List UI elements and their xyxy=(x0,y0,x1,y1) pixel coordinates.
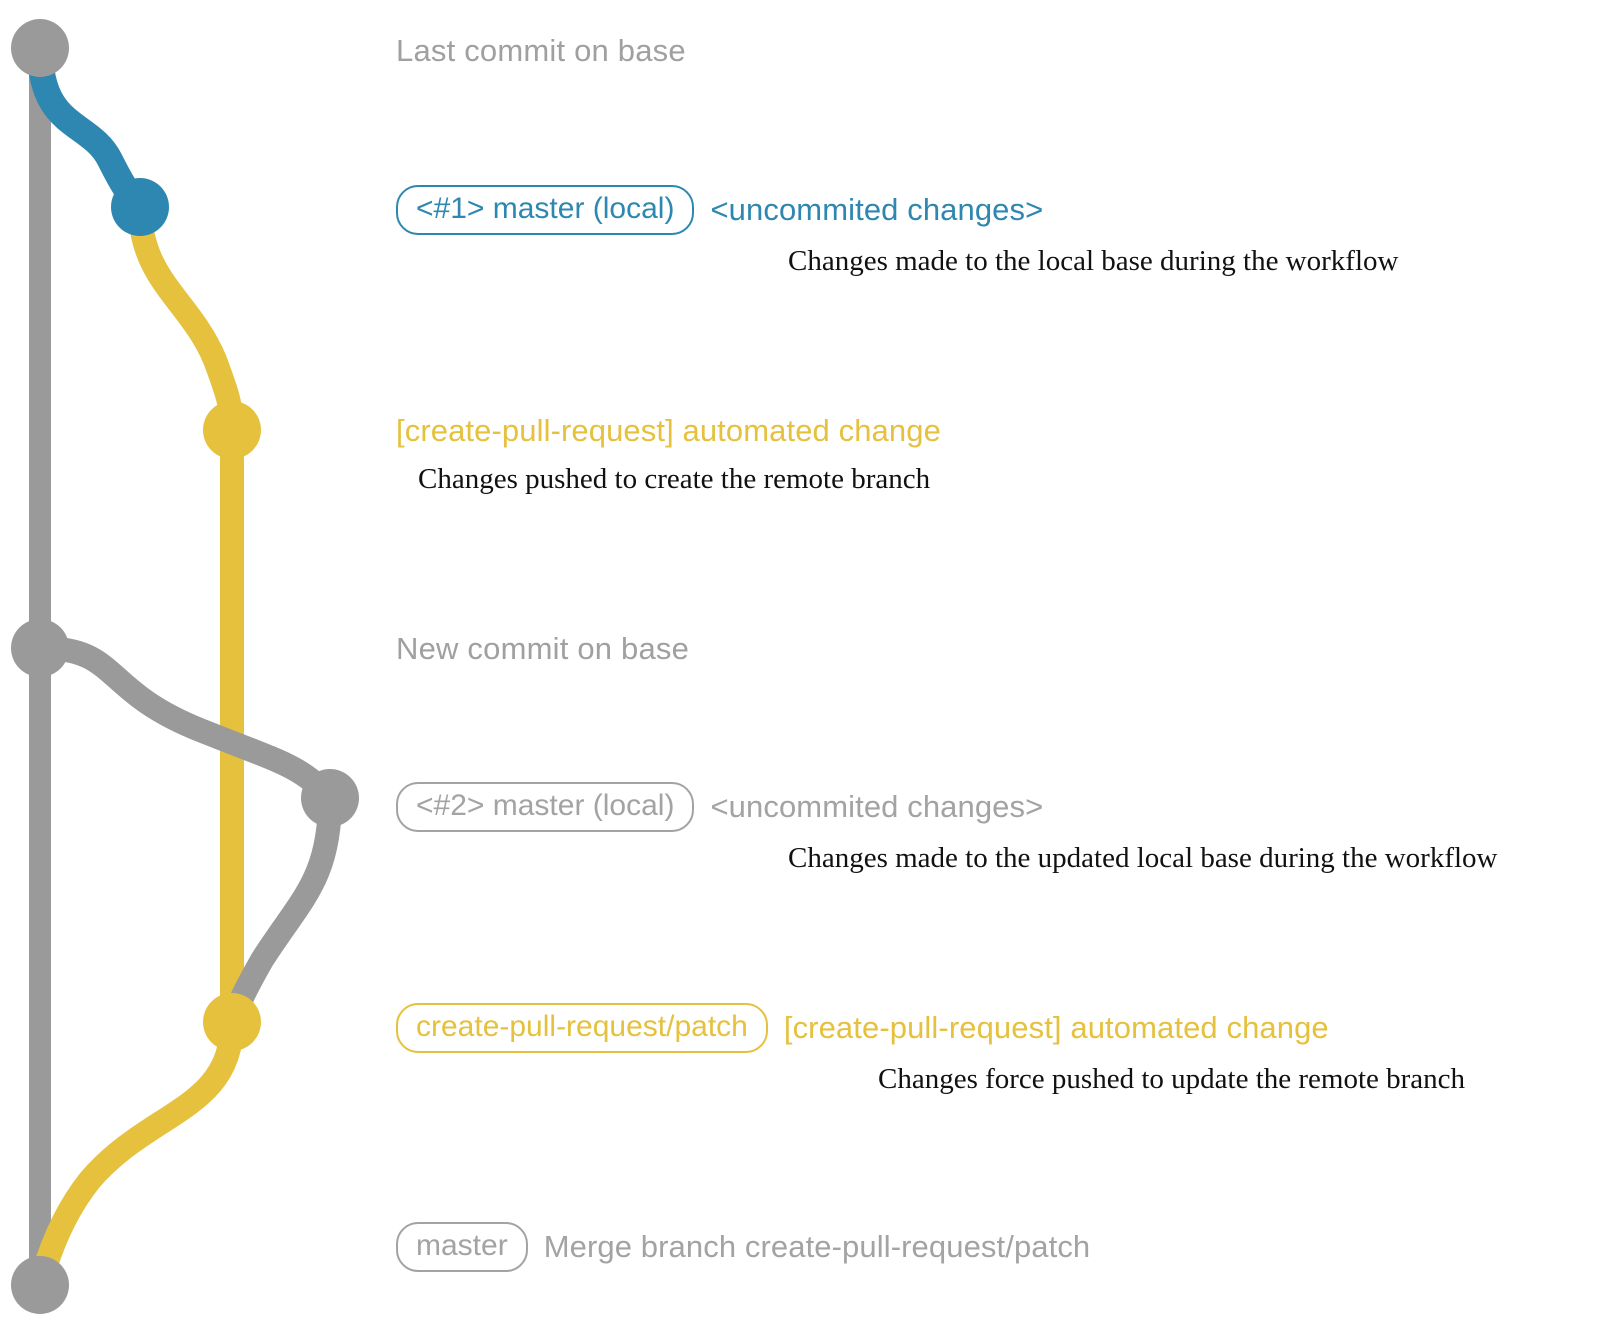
branch-badge-master[interactable]: master xyxy=(396,1222,528,1272)
entry-local-master-2-row: <#2> master (local) <uncommited changes> xyxy=(396,782,1498,832)
commit-description-automated-change-2: Changes force pushed to update the remot… xyxy=(878,1063,1466,1095)
heading-last-commit-on-base: Last commit on base xyxy=(396,33,686,69)
yellow-branch-to-merge-line xyxy=(28,1010,244,1297)
entry-automated-change-2-row: create-pull-request/patch [create-pull-r… xyxy=(396,1003,1465,1053)
commit-description-local-master-1: Changes made to the local base during th… xyxy=(788,245,1399,277)
commit-message-automated-change-1: [create-pull-request] automated change xyxy=(396,413,941,448)
entry-merge-commit-master: master Merge branch create-pull-request/… xyxy=(396,1222,1090,1272)
commit-node-automated-change-2[interactable] xyxy=(203,993,261,1051)
heading-new-commit-on-base-label: New commit on base xyxy=(396,631,690,666)
commit-message-automated-change-2: [create-pull-request] automated change xyxy=(783,1010,1329,1045)
commit-message-local-master-2: <uncommited changes> xyxy=(710,789,1044,824)
entry-local-master-1: <#1> master (local) <uncommited changes>… xyxy=(396,185,1398,278)
heading-last-commit-on-base-label: Last commit on base xyxy=(396,33,686,68)
commit-node-local-master-2[interactable] xyxy=(301,769,359,827)
heading-new-commit-on-base: New commit on base xyxy=(396,631,689,667)
commit-message-merge-commit-master: Merge branch create-pull-request/patch xyxy=(543,1229,1091,1264)
entry-merge-commit-master-row: master Merge branch create-pull-request/… xyxy=(396,1222,1090,1272)
commit-node-merge-commit-master[interactable] xyxy=(11,1256,69,1314)
commit-node-automated-change-1[interactable] xyxy=(203,401,261,459)
commit-node-local-master-1[interactable] xyxy=(111,178,169,236)
gray-branch-to-local2-line xyxy=(28,636,342,810)
branch-badge-local-master-1[interactable]: <#1> master (local) xyxy=(396,185,695,235)
entry-automated-change-2: create-pull-request/patch [create-pull-r… xyxy=(396,1003,1465,1096)
commit-description-automated-change-1: Changes pushed to create the remote bran… xyxy=(418,463,931,495)
entry-automated-change-1: [create-pull-request] automated change C… xyxy=(396,413,941,496)
commit-description-local-master-2: Changes made to the updated local base d… xyxy=(788,842,1498,874)
commit-node-base-commit-top[interactable] xyxy=(11,19,69,77)
entry-automated-change-1-row: [create-pull-request] automated change xyxy=(396,413,941,449)
entry-local-master-2: <#2> master (local) <uncommited changes>… xyxy=(396,782,1498,875)
commit-message-local-master-1: <uncommited changes> xyxy=(710,192,1044,227)
branch-badge-local-master-2[interactable]: <#2> master (local) xyxy=(396,782,695,832)
commit-node-base-commit-new[interactable] xyxy=(11,619,69,677)
branch-badge-create-pull-request-patch[interactable]: create-pull-request/patch xyxy=(396,1003,768,1053)
entry-local-master-1-row: <#1> master (local) <uncommited changes> xyxy=(396,185,1398,235)
